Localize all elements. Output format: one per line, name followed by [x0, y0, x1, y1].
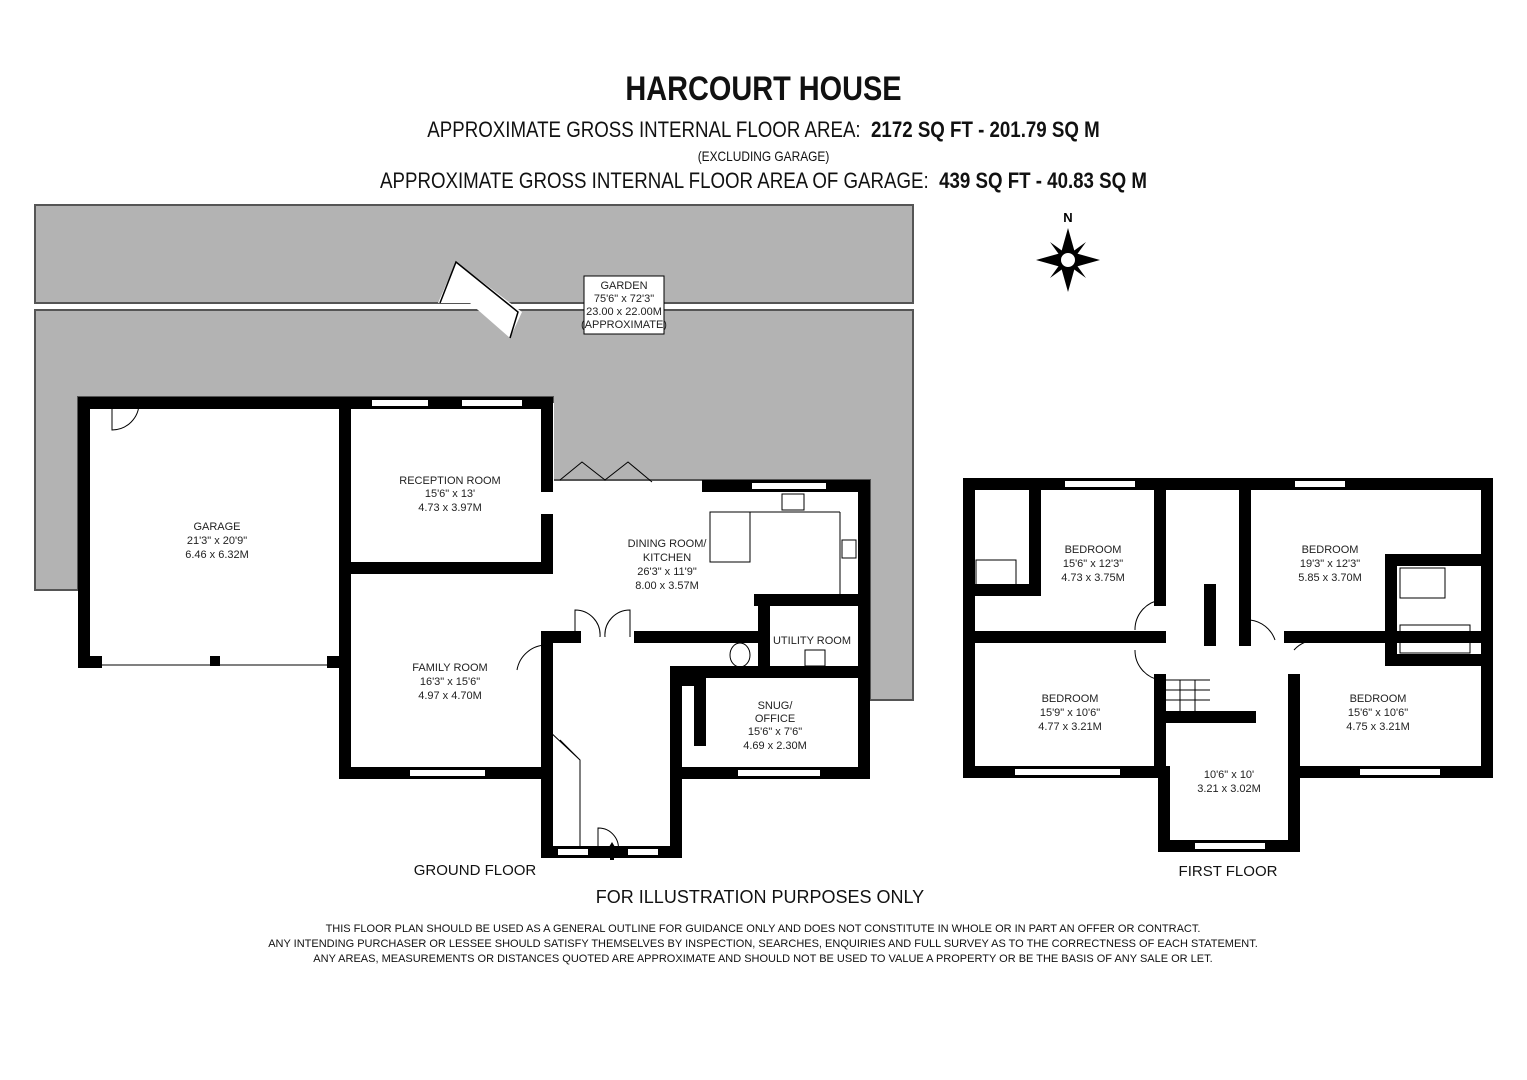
illustration-note: FOR ILLUSTRATION PURPOSES ONLY	[596, 887, 924, 907]
garden-metric: 23.00 x 22.00M	[586, 306, 662, 318]
disclaimer-line: THIS FLOOR PLAN SHOULD BE USED AS A GENE…	[326, 923, 1201, 935]
room-name: SNUG/	[758, 700, 794, 712]
garden-imperial: 75'6" x 72'3"	[594, 293, 654, 305]
excluding-garage-note: (EXCLUDING GARAGE)	[697, 148, 830, 164]
room-imperial: 10'6" x 10'	[1204, 769, 1254, 781]
room-name: RECEPTION ROOM	[399, 475, 500, 487]
room-imperial: 15'6" x 12'3"	[1063, 558, 1123, 570]
room-metric: 4.97 x 4.70M	[418, 690, 482, 702]
room-metric: 4.69 x 2.30M	[743, 740, 807, 752]
room-metric: 4.73 x 3.97M	[418, 502, 482, 514]
room-imperial: 16'3" x 15'6"	[420, 676, 480, 688]
first-floor-plan: BEDROOM 15'6" x 12'3" 4.73 x 3.75M BEDRO…	[963, 478, 1493, 880]
room-metric: 8.00 x 3.57M	[635, 580, 699, 592]
room-imperial: 21'3" x 20'9"	[187, 535, 247, 547]
room-name: UTILITY ROOM	[773, 635, 851, 647]
disclaimer-line: ANY INTENDING PURCHASER OR LESSEE SHOULD…	[268, 938, 1258, 950]
room-name: BEDROOM	[1065, 544, 1122, 556]
ground-floor-label: GROUND FLOOR	[414, 862, 537, 879]
room-metric: 4.73 x 3.75M	[1061, 572, 1125, 584]
room-name: BEDROOM	[1350, 693, 1407, 705]
room-imperial: 19'3" x 12'3"	[1300, 558, 1360, 570]
room-name: BEDROOM	[1042, 693, 1099, 705]
page-title: HARCOURT HOUSE	[625, 70, 902, 108]
first-floor-label: FIRST FLOOR	[1179, 863, 1278, 880]
floor-area: APPROXIMATE GROSS INTERNAL FLOOR AREA: 2…	[115, 117, 1413, 143]
room-imperial: 15'6" x 7'6"	[748, 726, 802, 738]
floor-area-value: 2172 SQ FT - 201.79 SQ M	[871, 117, 1100, 142]
room-imperial: 15'9" x 10'6"	[1040, 707, 1100, 719]
room-metric: 3.21 x 3.02M	[1197, 783, 1261, 795]
room-name: DINING ROOM/	[628, 538, 708, 550]
room-metric: 5.85 x 3.70M	[1298, 572, 1362, 584]
ground-floor-plan: GARAGE 21'3" x 20'9" 6.46 x 6.32M RECEPT…	[78, 397, 870, 879]
garage-area-label: APPROXIMATE GROSS INTERNAL FLOOR AREA OF…	[380, 168, 929, 193]
room-name: FAMILY ROOM	[412, 662, 487, 674]
garden-note: (APPROXIMATE)	[581, 319, 667, 331]
room-metric: 6.46 x 6.32M	[185, 549, 249, 561]
room-name-2: KITCHEN	[643, 552, 691, 564]
room-imperial: 15'6" x 10'6"	[1348, 707, 1408, 719]
room-name: GARAGE	[193, 521, 240, 533]
garden-name: GARDEN	[600, 280, 647, 292]
disclaimer-line: ANY AREAS, MEASUREMENTS OR DISTANCES QUO…	[313, 953, 1212, 965]
room-imperial: 26'3" x 11'9"	[637, 566, 697, 578]
floor-area-label: APPROXIMATE GROSS INTERNAL FLOOR AREA:	[427, 117, 861, 142]
svg-text:N: N	[1063, 210, 1072, 225]
room-name-2: OFFICE	[755, 713, 795, 725]
room-metric: 4.77 x 3.21M	[1038, 721, 1102, 733]
room-name: BEDROOM	[1302, 544, 1359, 556]
compass-rose-icon: N	[1036, 210, 1100, 292]
room-metric: 4.75 x 3.21M	[1346, 721, 1410, 733]
garage-area: APPROXIMATE GROSS INTERNAL FLOOR AREA OF…	[115, 168, 1413, 194]
garage-area-value: 439 SQ FT - 40.83 SQ M	[939, 168, 1147, 193]
room-imperial: 15'6" x 13'	[425, 488, 475, 500]
